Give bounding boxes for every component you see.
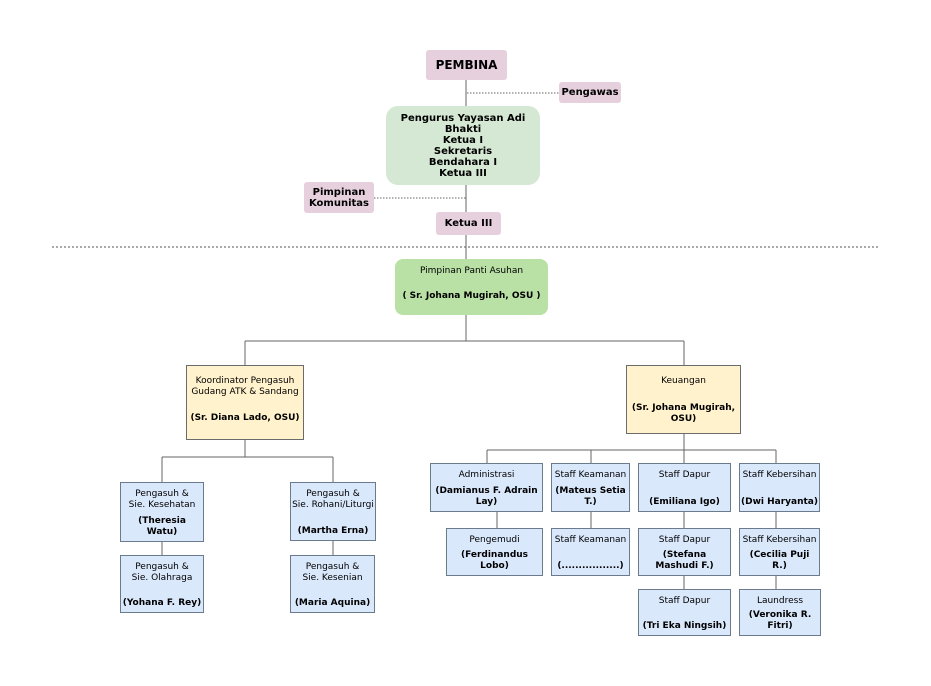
pimpinan-panti-box: Pimpinan Panti Asuhan ( Sr. Johana Mugir… [395, 259, 548, 315]
pengawas-box: Pengawas [559, 82, 621, 103]
keuangan-name-2: OSU) [670, 414, 697, 424]
pengawas-label: Pengawas [561, 87, 619, 98]
pengasuh-kesenian-title-2: Sie. Kesenian [302, 573, 363, 583]
ketua-iii-label: Ketua III [444, 218, 493, 229]
staff-kebersihan-2-title: Staff Kebersihan [742, 535, 817, 545]
koordinator-name: (Sr. Diana Lado, OSU) [190, 413, 300, 423]
koordinator-box: Koordinator Pengasuh Gudang ATK & Sandan… [186, 365, 304, 440]
staff-keamanan-1-name: (Mateus Setia T.) [555, 486, 626, 507]
keuangan-name-1: (Sr. Johana Mugirah, [631, 403, 736, 413]
yayasan-box: Pengurus Yayasan Adi Bhakti Ketua I Sekr… [386, 106, 540, 185]
staff-administrasi-title: Administrasi [458, 470, 515, 480]
pengasuh-kesenian-title-1: Pengasuh & [305, 562, 360, 572]
staff-dapur-1-box: Staff Dapur (Emiliana Igo) [638, 463, 731, 512]
staff-dapur-2-box: Staff Dapur (Stefana Mashudi F.) [638, 528, 731, 576]
pengasuh-rohani-box: Pengasuh & Sie. Rohani/Liturgi (Martha E… [290, 482, 376, 541]
yayasan-line-2: Ketua I [442, 134, 484, 146]
pengasuh-olahraga-title-1: Pengasuh & [135, 562, 189, 572]
yayasan-line-1: Pengurus Yayasan Adi Bhakti [400, 112, 526, 135]
pimpinan-komunitas-box: Pimpinan Komunitas [304, 182, 374, 213]
pengasuh-kesehatan-box: Pengasuh & Sie. Kesehatan (Theresia Watu… [120, 482, 204, 542]
keuangan-box: Keuangan (Sr. Johana Mugirah, OSU) [626, 365, 741, 434]
pengasuh-rohani-title-2: Sie. Rohani/Liturgi [292, 500, 374, 510]
staff-administrasi-box: Administrasi (Damianus F. Adrain Lay) [430, 463, 543, 512]
staff-kebersihan-1-title: Staff Kebersihan [742, 470, 817, 480]
staff-dapur-3-title: Staff Dapur [658, 596, 711, 606]
yayasan-line-5: Ketua III [439, 167, 487, 179]
pengasuh-rohani-name: (Martha Erna) [297, 526, 369, 536]
staff-dapur-2-title: Staff Dapur [658, 535, 711, 545]
pengasuh-kesehatan-title-2: Sie. Kesehatan [128, 500, 196, 510]
pengasuh-kesehatan-name: (Theresia Watu) [138, 516, 186, 537]
staff-dapur-1-title: Staff Dapur [658, 470, 711, 480]
keuangan-title: Keuangan [661, 376, 706, 386]
staff-dapur-2-name: (Stefana Mashudi F.) [655, 550, 714, 571]
pengasuh-olahraga-box: Pengasuh & Sie. Olahraga (Yohana F. Rey) [120, 555, 204, 613]
pengasuh-olahraga-name: (Yohana F. Rey) [122, 598, 202, 608]
staff-administrasi-name: (Damianus F. Adrain Lay) [435, 486, 538, 507]
pengasuh-kesehatan-title-1: Pengasuh & [135, 489, 189, 499]
staff-keamanan-2-name: (.................) [557, 561, 624, 571]
staff-keamanan-2-box: Staff Keamanan (.................) [551, 528, 630, 576]
staff-laundress-name: (Veronika R. Fitri) [748, 610, 812, 631]
pimpinan-komunitas-line-2: Komunitas [308, 197, 369, 209]
staff-keamanan-1-box: Staff Keamanan (Mateus Setia T.) [551, 463, 630, 512]
koordinator-title-1: Koordinator Pengasuh [195, 376, 295, 386]
staff-dapur-1-name: (Emiliana Igo) [649, 497, 720, 507]
staff-laundress-box: Laundress (Veronika R. Fitri) [739, 589, 821, 636]
yayasan-line-3: Sekretaris [433, 145, 493, 157]
staff-dapur-3-name: (Tri Eka Ningsih) [642, 621, 727, 631]
pimpinan-panti-name: ( Sr. Johana Mugirah, OSU ) [402, 291, 541, 301]
pengasuh-kesenian-name: (Maria Aquina) [294, 598, 371, 608]
pimpinan-panti-title: Pimpinan Panti Asuhan [419, 266, 524, 276]
staff-laundress-title: Laundress [756, 596, 804, 606]
pembina-box: PEMBINA [426, 50, 507, 80]
staff-dapur-3-box: Staff Dapur (Tri Eka Ningsih) [638, 589, 731, 636]
staff-kebersihan-2-name: (Cecilia Puji R.) [749, 550, 810, 571]
pengasuh-kesenian-box: Pengasuh & Sie. Kesenian (Maria Aquina) [290, 555, 375, 613]
pengasuh-olahraga-title-2: Sie. Olahraga [131, 573, 193, 583]
staff-pengemudi-box: Pengemudi (Ferdinandus Lobo) [446, 528, 543, 576]
pembina-label: PEMBINA [435, 57, 498, 72]
yayasan-line-4: Bendahara I [428, 156, 498, 168]
staff-keamanan-2-title: Staff Keamanan [554, 535, 627, 545]
staff-keamanan-1-title: Staff Keamanan [554, 470, 627, 480]
koordinator-title-2: Gudang ATK & Sandang [191, 387, 299, 397]
staff-kebersihan-1-box: Staff Kebersihan (Dwi Haryanta) [739, 463, 820, 512]
staff-kebersihan-1-name: (Dwi Haryanta) [741, 497, 818, 507]
staff-kebersihan-2-box: Staff Kebersihan (Cecilia Puji R.) [739, 528, 820, 576]
staff-pengemudi-title: Pengemudi [469, 535, 520, 545]
pimpinan-komunitas-line-1: Pimpinan [312, 186, 366, 198]
pengasuh-rohani-title-1: Pengasuh & [306, 489, 360, 499]
ketua-iii-box: Ketua III [436, 212, 501, 235]
staff-pengemudi-name: (Ferdinandus Lobo) [460, 550, 529, 571]
